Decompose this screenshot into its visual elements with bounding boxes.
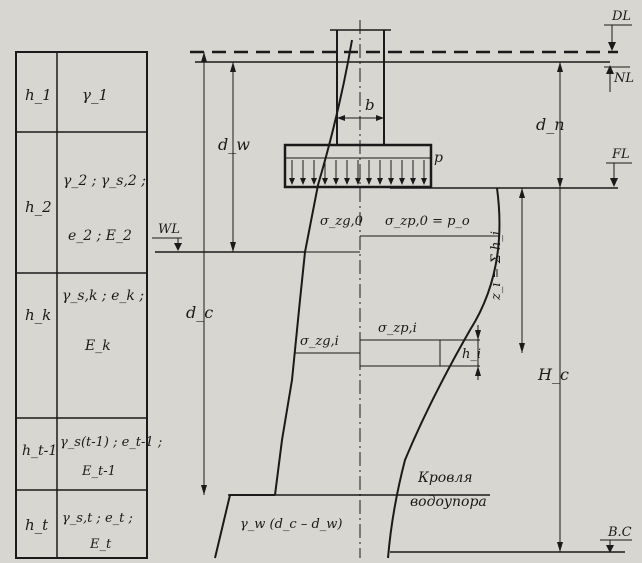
dw-label: d_w — [218, 135, 250, 154]
load-arrowhead — [355, 178, 361, 185]
load-arrowhead — [344, 178, 350, 185]
zi-arrow-top — [519, 188, 525, 198]
b-dimension-arrow-right — [376, 115, 384, 121]
nl-level-label: NL — [613, 71, 634, 86]
dn-label: d_n — [536, 115, 565, 134]
load-arrowhead — [289, 178, 295, 185]
load-arrowhead — [388, 178, 394, 185]
dc-arrow-top — [201, 52, 207, 62]
szp0-label: σ_zp,0 = p_o — [385, 214, 470, 229]
dc-dimension: d_c — [186, 52, 213, 495]
layer-i-hatch — [359, 339, 441, 367]
pressure-label: p — [434, 150, 443, 166]
dw-arrow-top — [230, 62, 236, 72]
additional-stress-curve — [387, 187, 501, 559]
load-arrowhead — [311, 178, 317, 185]
dw-arrow-bottom — [230, 242, 236, 252]
layer-t-thickness: h_t — [25, 516, 49, 534]
dc-label: d_c — [186, 303, 213, 322]
dc-arrow-bottom — [201, 485, 207, 495]
load-arrowhead — [421, 178, 427, 185]
bc-level-arrowhead — [606, 545, 614, 553]
szgi-label: σ_zg,i — [300, 334, 339, 349]
aquitard-roof-label-1: Кровля — [417, 470, 473, 486]
footing: b p — [283, 29, 443, 189]
szpi-label: σ_zp,i — [378, 321, 417, 336]
load-arrowhead — [366, 178, 372, 185]
layer-k-thickness: h_k — [25, 306, 51, 324]
layer-t-1-props-line2: E_t-1 — [81, 464, 116, 479]
dn-dimension: d_n — [536, 62, 565, 188]
load-arrowhead — [410, 178, 416, 185]
gamma-w-label: γ_w (d_c – d_w) — [240, 517, 343, 532]
layer-k-props-line2: E_k — [84, 338, 111, 354]
wl-level-label: WL — [158, 222, 180, 237]
fl-level: FL — [390, 147, 632, 189]
geostatic-stress-curve — [274, 39, 353, 496]
hi-dimension: h_i — [462, 325, 481, 380]
layer-1-props: γ_1 — [82, 86, 108, 104]
dn-arrow-bottom — [557, 178, 563, 188]
bc-level: B.C — [390, 525, 632, 553]
dl-level-label: DL — [611, 9, 631, 24]
szg0-label: σ_zg,0 — [320, 214, 363, 229]
hi-label: h_i — [462, 347, 481, 362]
dn-arrow-top — [557, 62, 563, 72]
layer-2-props-line1: γ_2 ; γ_s,2 ; — [63, 173, 146, 189]
zi-label: z_i = Σ h_i — [489, 231, 504, 301]
load-arrowhead — [322, 178, 328, 185]
layer-2-props-line2: e_2 ; E_2 — [68, 228, 132, 244]
dl-level: DL — [190, 9, 632, 54]
hc-label: H_c — [537, 365, 569, 384]
layer-t-1-thickness: h_t-1 — [22, 443, 57, 459]
hi-arrow-top — [475, 330, 481, 340]
wl-level-arrowhead — [174, 243, 182, 251]
layer-t-props-line2: E_t — [89, 537, 112, 552]
dw-dimension: d_w — [218, 62, 250, 252]
wl-level: WL — [152, 222, 305, 253]
table-border — [15, 51, 148, 559]
nl-level-arrowhead — [606, 65, 614, 74]
layer-t-props-line1: γ_s,t ; e_t ; — [62, 511, 133, 526]
nl-level: NL — [195, 61, 634, 92]
fl-level-arrowhead — [610, 178, 618, 187]
zi-dimension: z_i = Σ h_i — [489, 188, 525, 353]
load-arrowhead — [300, 178, 306, 185]
b-dimension-arrow-left — [337, 115, 345, 121]
soil-layer-table: h_1 γ_1 h_2 γ_2 ; γ_s,2 ; e_2 ; E_2 h_k … — [15, 51, 162, 559]
footing-slab — [283, 143, 433, 189]
layer-t-1-props-line1: γ_s(t-1) ; e_t-1 ; — [60, 435, 162, 450]
layer-k-props-line1: γ_s,k ; e_k ; — [62, 288, 144, 304]
bc-level-label: B.C — [607, 525, 632, 540]
hc-arrow-bottom — [557, 542, 563, 552]
zi-arrow-bottom — [519, 343, 525, 353]
load-arrowhead — [399, 178, 405, 185]
aquitard-roof-label-2: водоупора — [410, 494, 487, 510]
hc-dimension: H_c — [537, 188, 569, 552]
load-arrowhead — [333, 178, 339, 185]
hi-arrow-bottom — [475, 366, 481, 376]
fl-level-label: FL — [611, 147, 630, 162]
b-dimension-label: b — [365, 96, 375, 114]
layer-1-thickness: h_1 — [25, 86, 52, 104]
load-arrows — [289, 160, 427, 185]
layer-2-thickness: h_2 — [25, 198, 52, 216]
dl-level-arrowhead — [608, 42, 616, 51]
load-arrowhead — [377, 178, 383, 185]
